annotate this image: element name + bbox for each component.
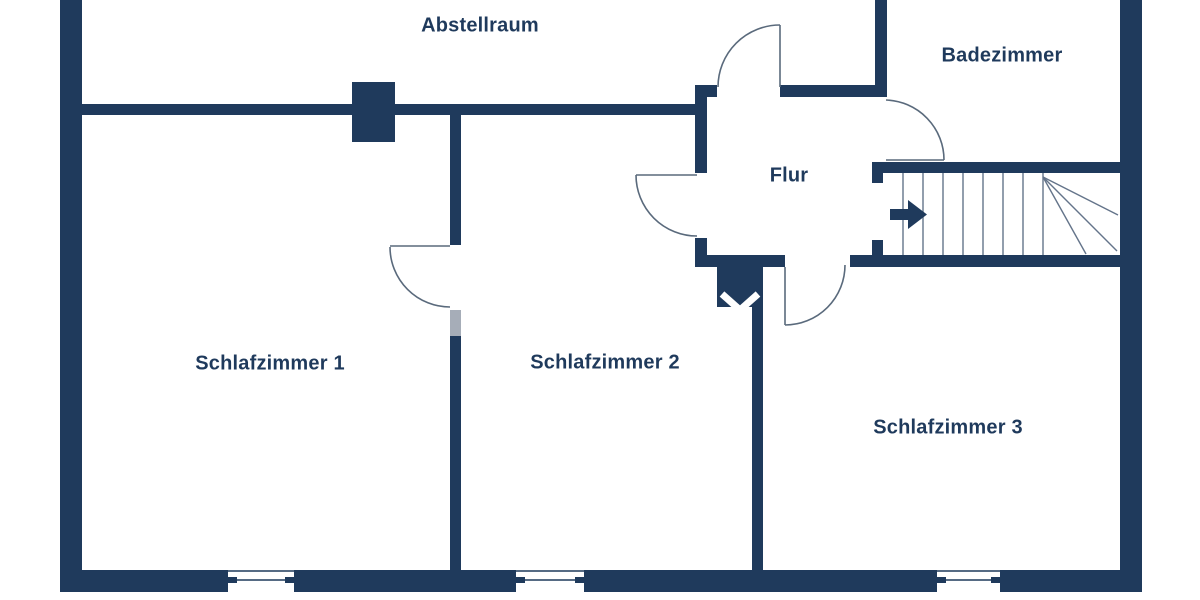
door-badezimmer [885,99,945,161]
wall-stair-stub-bottom [872,240,883,255]
room-label-flur: Flur [769,164,809,187]
wall-flur-bottom [695,255,785,267]
room-label-abstellraum: Abstellraum [421,14,539,37]
room-label-schlafzimmer-2: Schlafzimmer 2 [530,351,680,374]
door-schlafzimmer-3 [784,264,846,326]
wall-stair-stub-top [872,162,883,183]
wall-badezimmer-left [875,0,887,97]
wall-outer-right [1120,0,1142,592]
vent-chevron-icon [719,291,761,315]
window-schlafzimmer-2 [516,570,584,583]
door-schlafzimmer-1 [389,245,451,308]
wall-flur-left-upper [695,85,707,173]
door-abstellraum [717,24,781,88]
wall-outer-bottom-seg2 [294,570,516,592]
door-schlafzimmer-2 [635,174,698,237]
staircase [902,173,1119,255]
chimney-block [352,82,395,142]
wall-divider-sz2-sz3 [752,300,763,570]
wall-outer-bottom-seg3 [584,570,937,592]
wall-outer-bottom-seg4 [1000,570,1142,592]
wall-outer-left [60,0,82,592]
wall-abstellraum-bottom-left [82,104,352,115]
wall-flur-top-right [780,85,875,97]
room-label-schlafzimmer-3: Schlafzimmer 3 [873,416,1023,439]
wall-stair-bottom [850,255,1120,267]
stair-direction-arrow-icon [890,200,927,229]
wall-outer-bottom-seg1 [60,570,228,592]
window-schlafzimmer-3 [937,570,1000,583]
wall-divider-sz1-sz2-lower [450,336,461,570]
wall-divider-sz1-sz2-gray [450,310,461,336]
wall-divider-sz1-sz2-upper [450,115,461,245]
window-schlafzimmer-1 [228,570,294,583]
room-label-badezimmer: Badezimmer [941,44,1063,67]
wall-abstellraum-bottom-right [395,104,695,115]
wall-stair-top [883,162,1120,173]
room-label-schlafzimmer-1: Schlafzimmer 1 [195,352,345,375]
